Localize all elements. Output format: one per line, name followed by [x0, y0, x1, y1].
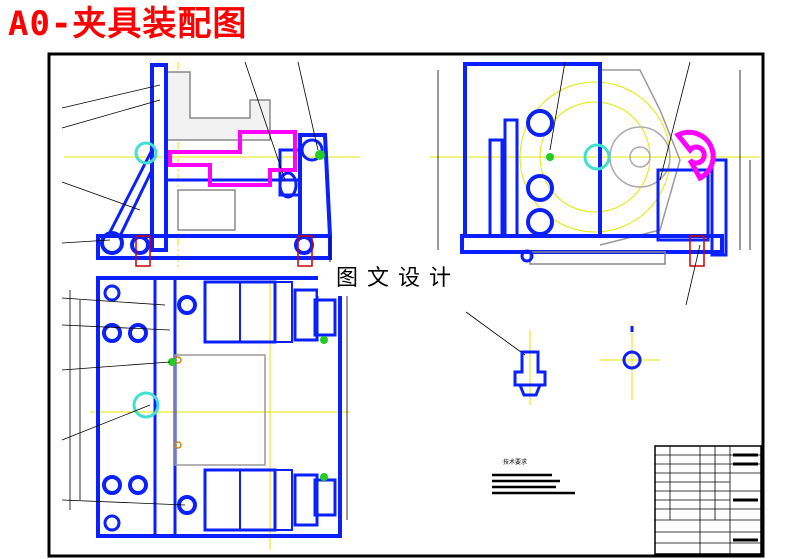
leader-lines	[61, 61, 701, 506]
green-pin-plan-b	[320, 336, 328, 344]
cyan-pin-front	[134, 141, 158, 165]
green-pin-plan-a	[168, 358, 176, 366]
detail-washer	[600, 325, 660, 400]
drawing-title: A0-夹具装配图	[8, 4, 248, 44]
watermark-text: 图文设计	[318, 262, 478, 296]
title-block	[654, 445, 762, 555]
cyan-ring-side	[583, 143, 611, 171]
sheet-border	[47, 52, 765, 558]
tech-notes-title: 技术要求	[503, 459, 528, 466]
cyan-ring-plan	[132, 391, 160, 419]
clamp-jaw-side	[674, 129, 716, 182]
green-pin-front	[315, 150, 325, 160]
plan-view	[90, 276, 350, 550]
detail-part	[513, 330, 547, 405]
workpiece-front	[168, 130, 297, 187]
tech-notes-lines	[492, 473, 575, 495]
green-pin-plan-c	[320, 473, 328, 481]
dimension-lines	[69, 70, 751, 520]
green-pin-side	[546, 153, 554, 161]
